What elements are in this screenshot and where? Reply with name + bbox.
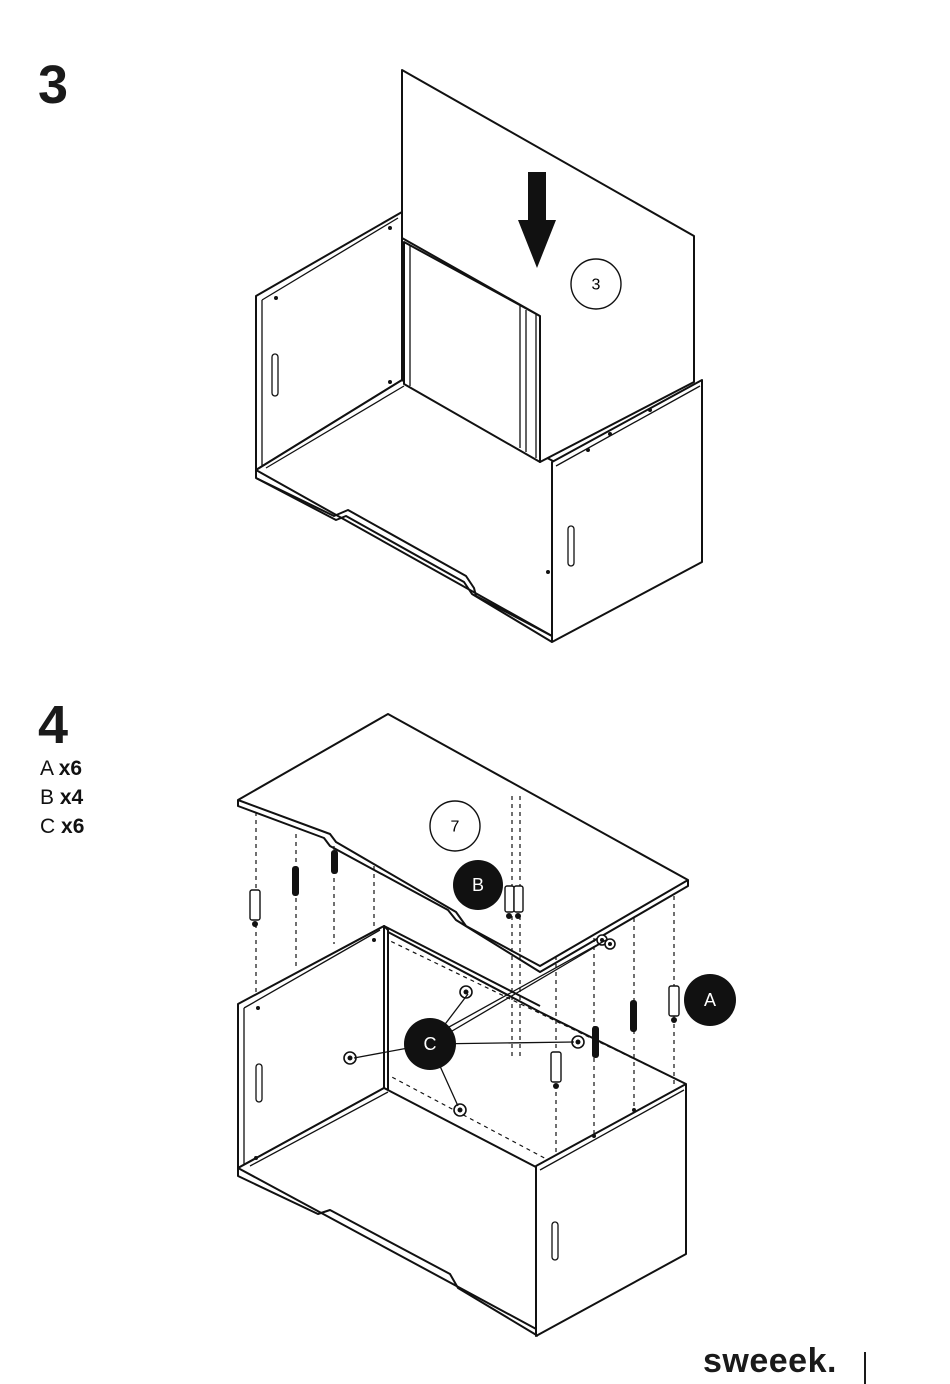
badge-c: C <box>404 1018 456 1070</box>
badge-a: A <box>684 974 736 1026</box>
step-3-illustration: 3 <box>256 70 702 642</box>
brand-logo: sweeek. <box>703 1342 837 1381</box>
dowel-icon <box>592 1026 599 1058</box>
dowel-icon <box>630 1000 637 1032</box>
part-callout-7: 7 <box>451 819 460 836</box>
cam-lock-icon <box>597 935 615 949</box>
svg-text:A: A <box>704 990 716 1010</box>
dowel-icon <box>292 866 299 896</box>
cam-bolt-icon <box>551 1052 561 1089</box>
cam-bolt-icon <box>250 890 260 927</box>
step-4-illustration: 7 <box>238 714 736 1336</box>
part-callout-3: 3 <box>592 277 601 294</box>
cam-bolt-icon <box>669 986 679 1023</box>
svg-text:B: B <box>472 875 484 895</box>
badge-b: B <box>453 860 503 910</box>
dowel-icon <box>331 850 338 874</box>
svg-text:C: C <box>424 1034 437 1054</box>
cam-lock-icon <box>454 1104 466 1116</box>
brand-divider <box>864 1352 866 1384</box>
